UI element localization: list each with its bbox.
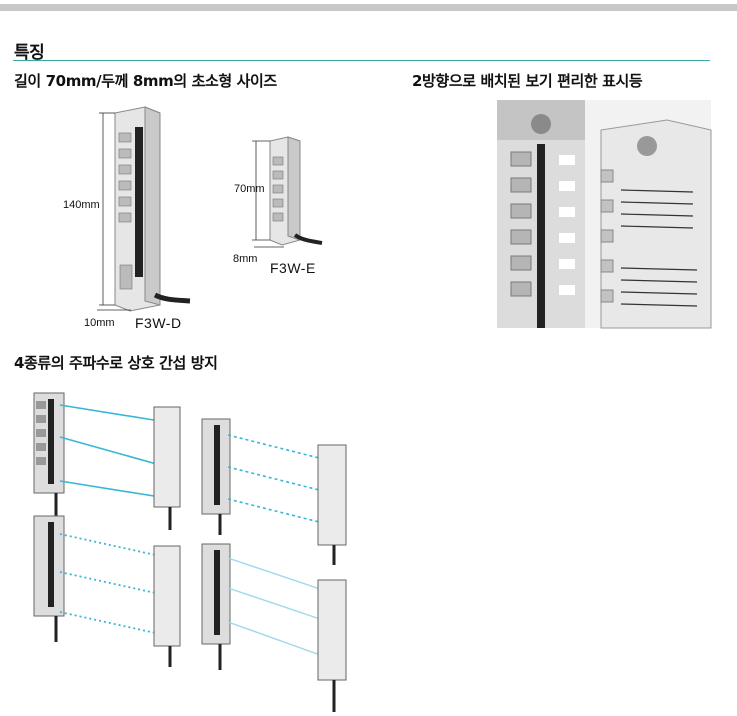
model-f3w-e-label: F3W-E — [270, 260, 316, 276]
model-f3w-d-label: F3W-D — [135, 315, 182, 331]
dim-10mm-label: 10mm — [84, 317, 115, 329]
dim-70mm-label: 70mm — [234, 183, 265, 195]
feature3-heading: 4종류의 주파수로 상호 간섭 방지 — [14, 354, 218, 372]
section-title: 특징 — [14, 43, 45, 63]
top-gray-bar — [0, 4, 737, 11]
feature2-heading: 2방향으로 배치된 보기 편리한 표시등 — [412, 72, 643, 90]
dim-8mm-label: 8mm — [233, 253, 258, 265]
interference-diagram-top-right — [201, 418, 347, 565]
interference-diagram-bottom-right — [201, 543, 347, 712]
title-underline — [13, 60, 710, 61]
indicator-closeup-photo — [497, 100, 712, 329]
f3w-d-sensor-image — [97, 106, 191, 312]
f3w-e-sensor-image — [252, 136, 323, 248]
interference-diagram-bottom-left — [33, 515, 181, 667]
dim-140mm-label: 140mm — [63, 199, 100, 211]
interference-diagram-top-left — [33, 392, 181, 530]
feature1-heading: 길이 70mm/두께 8mm의 초소형 사이즈 — [14, 72, 277, 90]
